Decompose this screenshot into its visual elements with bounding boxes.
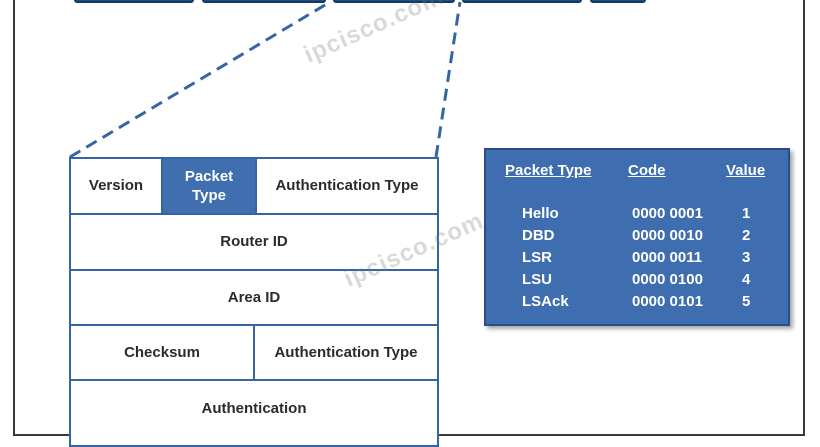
packet-type-name: DBD [522,227,555,244]
packet-type-value: 4 [742,271,751,288]
zoom-lines [69,0,462,159]
code-row: LSU 0000 0100 4 [486,271,788,293]
zoom-line-left [69,0,331,159]
packet-type-code: 0000 0010 [632,227,703,244]
packet-type-name: LSR [522,249,552,266]
packet-type-code: 0000 0100 [632,271,703,288]
ospf-packet-header: Version Packet Type Authentication Type … [69,157,439,447]
packet-type-value: 5 [742,293,751,310]
header-field-1 [74,0,194,3]
col-header-packet-type: Packet Type [505,162,592,179]
packet-type-name: LSAck [522,293,569,310]
code-row: Hello 0000 0001 1 [486,205,788,227]
packet-type-code-table: Packet Type Code Value Hello 0000 0001 1… [484,148,790,326]
packet-type-code: 0000 0001 [632,205,703,222]
field-router-id: Router ID [71,215,437,271]
header-field-2 [202,0,326,3]
packet-type-code: 0000 0011 [632,249,703,266]
zoom-line-right [434,1,462,158]
code-row: LSR 0000 0011 3 [486,249,788,271]
packet-type-code: 0000 0101 [632,293,703,310]
packet-type-name: LSU [522,271,552,288]
code-row: LSAck 0000 0101 5 [486,293,788,315]
header-field-3 [333,0,455,3]
field-authentication-type-2: Authentication Type [255,326,437,381]
header-field-5 [590,0,646,3]
field-authentication: Authentication [201,400,307,418]
field-checksum: Checksum [71,326,255,381]
field-version: Version [71,159,163,215]
field-authentication-type-1: Authentication Type [257,159,437,215]
code-row: DBD 0000 0010 2 [486,227,788,249]
packet-type-name: Hello [522,205,559,222]
packet-type-value: 3 [742,249,751,266]
field-area-id: Area ID [71,271,437,326]
header-field-4 [462,0,582,3]
packet-type-value: 2 [742,227,751,244]
col-header-code: Code [628,162,666,179]
field-packet-type: Packet Type [163,159,257,215]
packet-type-value: 1 [742,205,751,222]
col-header-value: Value [726,162,766,179]
